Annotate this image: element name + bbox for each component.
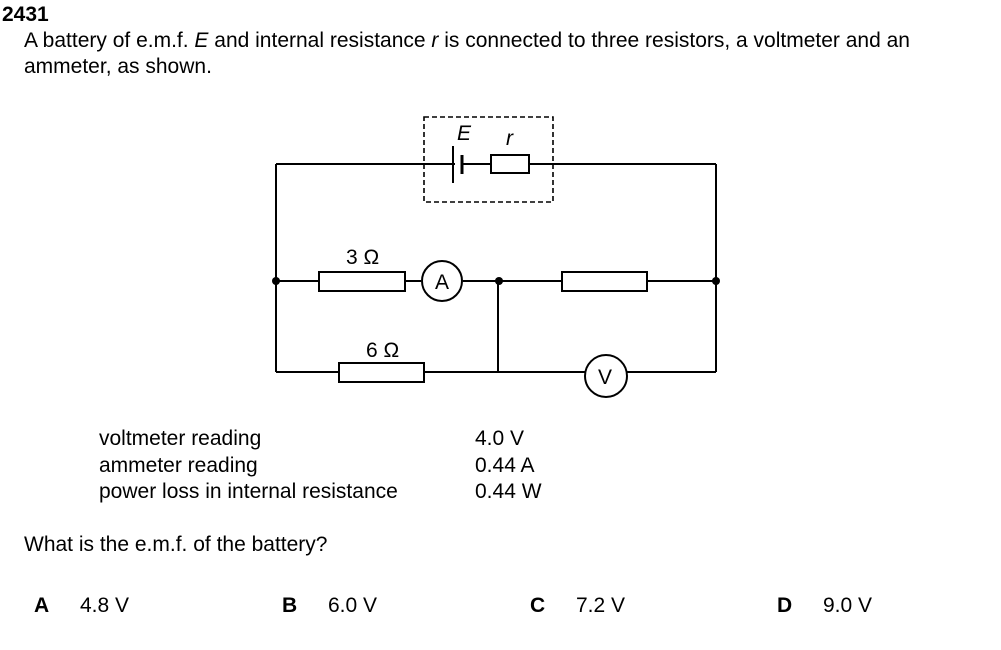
junction-left <box>272 277 280 285</box>
stem-symbol-r: r <box>431 29 439 52</box>
option-text: 4.8 V <box>80 594 130 617</box>
readings-table: voltmeter reading 4.0 V ammeter reading … <box>99 426 559 506</box>
resistor-6-ohm <box>338 362 425 383</box>
reading-row: power loss in internal resistance 0.44 W <box>99 479 559 506</box>
option-letter: D <box>777 594 793 617</box>
option-text: 6.0 V <box>328 594 378 617</box>
option-d[interactable]: D 9.0 V <box>777 594 872 618</box>
option-letter: A <box>34 594 50 617</box>
option-text: 9.0 V <box>823 594 873 617</box>
ammeter-symbol: A <box>435 271 449 294</box>
reading-label: ammeter reading <box>99 453 258 477</box>
voltmeter-symbol: V <box>598 366 612 389</box>
resistor-6-ohm-label: 6 Ω <box>366 339 399 362</box>
top-wire <box>275 163 717 372</box>
reading-row: voltmeter reading 4.0 V <box>99 426 559 453</box>
option-a[interactable]: A 4.8 V <box>34 594 129 618</box>
junction-right <box>712 277 720 285</box>
internal-resistance-label: r <box>506 127 514 150</box>
question-number: 2431 <box>2 3 49 26</box>
reading-value: 0.44 A <box>475 453 535 477</box>
reading-row: ammeter reading 0.44 A <box>99 453 559 480</box>
reading-value: 4.0 V <box>475 427 525 450</box>
option-letter: B <box>282 594 298 617</box>
voltmeter-icon <box>584 354 628 398</box>
reading-label: voltmeter reading <box>99 427 262 450</box>
option-text: 7.2 V <box>576 594 626 617</box>
circuit-diagram: E r 3 Ω A 6 Ω V <box>272 116 720 398</box>
internal-resistor <box>490 154 530 174</box>
reading-value: 0.44 W <box>475 480 542 503</box>
option-c[interactable]: C 7.2 V <box>530 594 625 618</box>
reading-label: power loss in internal resistance <box>99 480 398 503</box>
question-stem: A battery of e.m.f. E and internal resis… <box>24 28 999 80</box>
ammeter-icon <box>421 260 463 302</box>
stem-text-1: A battery of e.m.f. <box>24 29 195 52</box>
resistor-unlabelled <box>561 271 648 292</box>
resistor-3-ohm <box>318 271 406 292</box>
battery-enclosure <box>423 116 554 203</box>
option-b[interactable]: B 6.0 V <box>282 594 377 618</box>
stem-symbol-e: E <box>194 29 209 52</box>
question-text: What is the e.m.f. of the battery? <box>24 533 328 556</box>
option-letter: C <box>530 594 546 617</box>
stem-text-2: and internal resistance <box>208 29 432 52</box>
resistor-3-ohm-label: 3 Ω <box>346 246 379 269</box>
battery-label: E <box>457 122 472 145</box>
junction-middle <box>495 277 503 285</box>
middle-branch <box>276 280 716 372</box>
stem-text-3: is connected to three resistors, a voltm… <box>24 29 910 78</box>
cell-icon <box>452 146 464 183</box>
